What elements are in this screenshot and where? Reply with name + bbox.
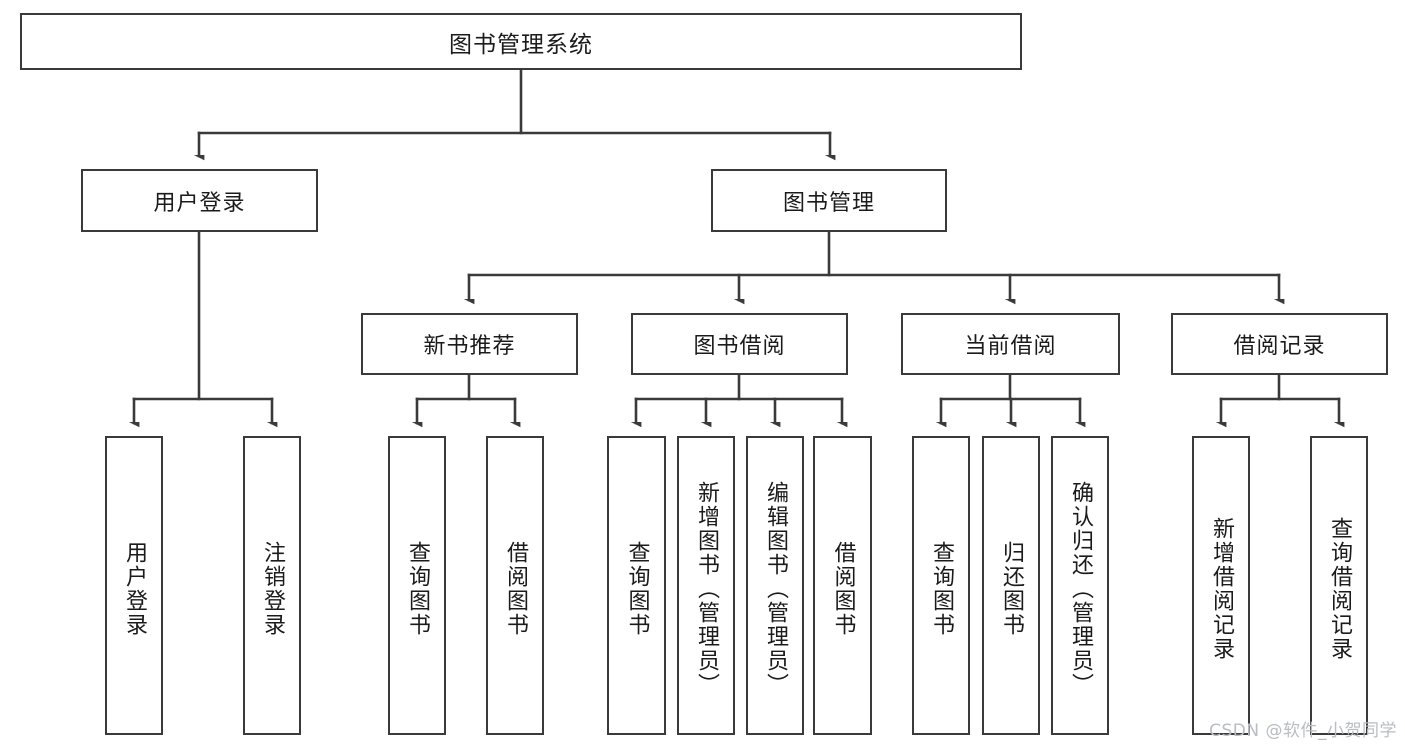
leaf-rec-add-record-label: 新增借阅记录 xyxy=(1208,516,1234,661)
node-current-borrow[interactable]: 当前借阅 xyxy=(901,313,1120,375)
node-new-book-rec[interactable]: 新书推荐 xyxy=(361,313,578,375)
leaf-borrow-borrow-book-label: 借阅图书 xyxy=(830,540,856,637)
node-borrow-record-label: 借阅记录 xyxy=(1233,334,1326,359)
leaf-user-logout[interactable]: 注销登录 xyxy=(243,436,301,735)
leaf-rec-add-record[interactable]: 新增借阅记录 xyxy=(1192,436,1250,735)
leaf-cur-query-book[interactable]: 查询图书 xyxy=(912,436,970,735)
leaf-borrow-edit-book-label: 编辑图书（管理员） xyxy=(762,480,788,697)
leaf-user-logout-label: 注销登录 xyxy=(259,540,285,637)
leaf-user-login[interactable]: 用户登录 xyxy=(105,436,163,735)
node-user-login-label: 用户登录 xyxy=(153,190,246,216)
leaf-cur-return-book-label: 归还图书 xyxy=(998,540,1024,637)
node-current-borrow-label: 当前借阅 xyxy=(964,334,1057,359)
leaf-rec-borrow-book-label: 借阅图书 xyxy=(502,540,528,637)
node-book-borrow-label: 图书借阅 xyxy=(693,334,786,359)
node-root-label: 图书管理系统 xyxy=(449,31,593,58)
leaf-borrow-edit-book[interactable]: 编辑图书（管理员） xyxy=(746,436,804,735)
leaf-user-login-label: 用户登录 xyxy=(121,540,147,637)
leaf-borrow-borrow-book[interactable]: 借阅图书 xyxy=(813,436,872,735)
node-user-login[interactable]: 用户登录 xyxy=(81,169,318,232)
node-book-manage-label: 图书管理 xyxy=(782,190,875,216)
watermark: CSDN @软件_小贺同学 xyxy=(1209,721,1397,741)
leaf-rec-query-book-label: 查询图书 xyxy=(404,540,430,637)
leaf-rec-query-record[interactable]: 查询借阅记录 xyxy=(1310,436,1368,735)
leaf-rec-query-record-label: 查询借阅记录 xyxy=(1326,516,1352,661)
node-root[interactable]: 图书管理系统 xyxy=(20,13,1022,70)
leaf-rec-query-book[interactable]: 查询图书 xyxy=(388,436,446,735)
leaf-cur-confirm-return-label: 确认归还（管理员） xyxy=(1067,480,1093,697)
leaf-cur-return-book[interactable]: 归还图书 xyxy=(982,436,1040,735)
leaf-cur-confirm-return[interactable]: 确认归还（管理员） xyxy=(1051,436,1109,735)
node-book-borrow[interactable]: 图书借阅 xyxy=(631,313,848,375)
leaf-borrow-add-book-label: 新增图书（管理员） xyxy=(693,480,719,697)
node-new-book-rec-label: 新书推荐 xyxy=(423,334,516,359)
leaf-rec-borrow-book[interactable]: 借阅图书 xyxy=(486,436,544,735)
node-book-manage[interactable]: 图书管理 xyxy=(711,169,947,232)
leaf-borrow-add-book[interactable]: 新增图书（管理员） xyxy=(677,436,735,735)
leaf-borrow-query-book-label: 查询图书 xyxy=(624,540,650,637)
node-borrow-record[interactable]: 借阅记录 xyxy=(1171,313,1388,375)
leaf-cur-query-book-label: 查询图书 xyxy=(928,540,954,637)
leaf-borrow-query-book[interactable]: 查询图书 xyxy=(607,436,666,735)
